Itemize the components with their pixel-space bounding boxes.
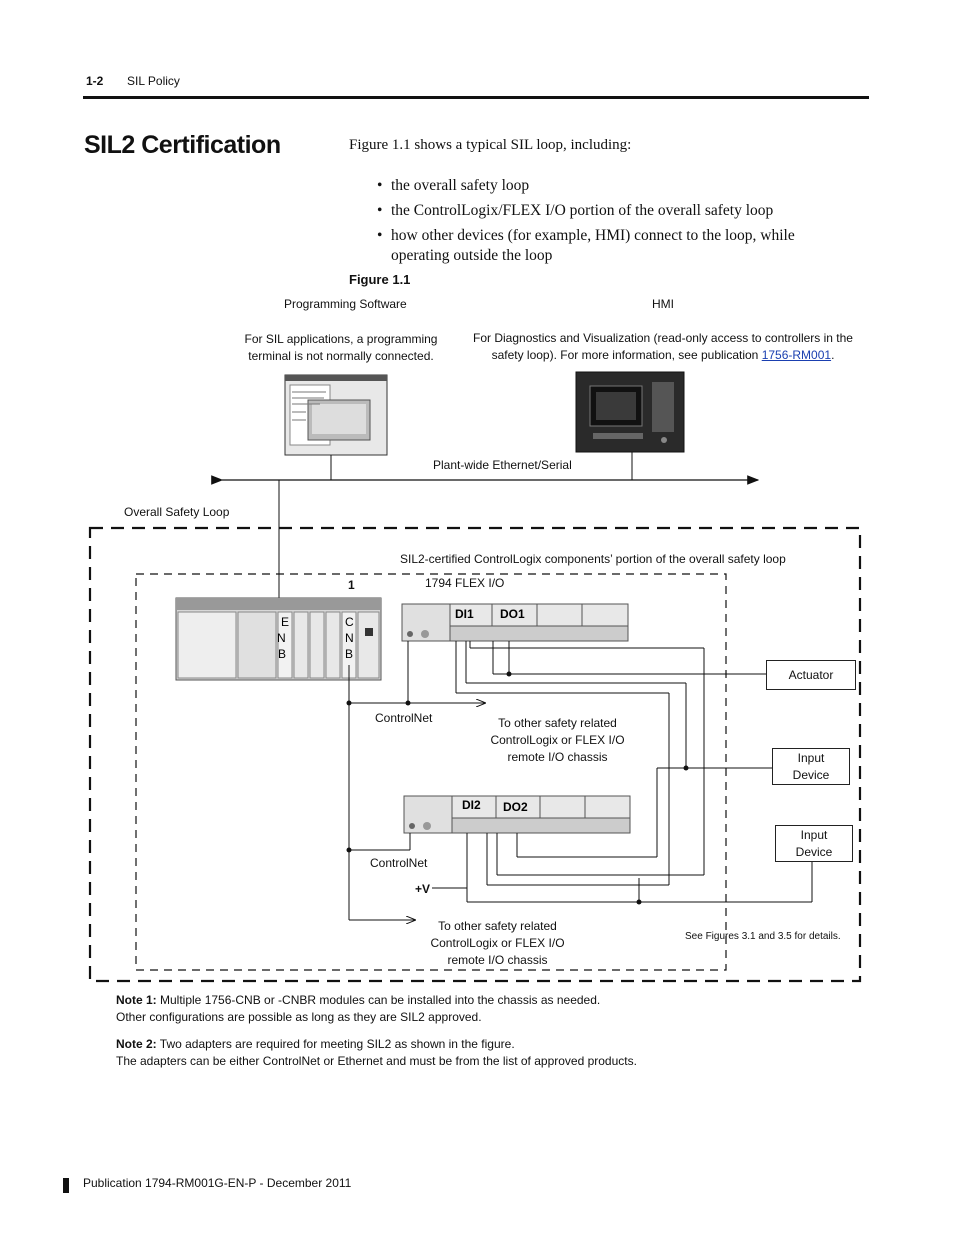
note-text: Two adapters are required for meeting SI… xyxy=(156,1037,515,1051)
plus-v-label: +V xyxy=(415,882,431,896)
cnb-letter: B xyxy=(345,647,353,661)
flex-io-rack-2 xyxy=(403,795,631,834)
note-2: Note 2: Two adapters are required for me… xyxy=(116,1036,637,1070)
overall-loop-boundary xyxy=(88,526,862,983)
note-line: remote I/O chassis xyxy=(507,750,608,764)
input-device-box-2: Input Device xyxy=(775,825,853,862)
note-line: remote I/O chassis xyxy=(447,953,548,967)
box-line: Input xyxy=(797,751,825,765)
flex-io-rack-1 xyxy=(401,603,629,642)
actuator-box: Actuator xyxy=(766,660,856,690)
controlnet-label-1: ControlNet xyxy=(375,711,433,725)
header-rule xyxy=(83,96,869,99)
hmi-note-line: safety loop). For more information, see … xyxy=(491,348,762,362)
page-number: 1-2 xyxy=(86,74,104,88)
programming-note-line: For SIL applications, a programming xyxy=(244,332,438,346)
di2-label: DI2 xyxy=(462,798,481,812)
note-text: The adapters can be either ControlNet or… xyxy=(116,1054,637,1068)
intro-text: Figure 1.1 shows a typical SIL loop, inc… xyxy=(349,137,632,153)
enb-letter: B xyxy=(278,647,286,661)
di1-label: DI1 xyxy=(455,607,474,621)
hmi-note-line: For Diagnostics and Visualization (read-… xyxy=(473,331,853,345)
cnb-letter: C xyxy=(345,615,354,629)
note-text: Multiple 1756-CNB or -CNBR modules can b… xyxy=(156,993,601,1007)
footer-marker xyxy=(63,1178,69,1193)
note-1: Note 1: Multiple 1756-CNB or -CNBR modul… xyxy=(116,992,600,1026)
figure-label: Figure 1.1 xyxy=(349,272,411,287)
controlnet-label-2: ControlNet xyxy=(370,856,428,870)
input-device-box-1: Input Device xyxy=(772,748,850,785)
running-header: SIL Policy xyxy=(127,74,180,88)
overall-loop-label: Overall Safety Loop xyxy=(124,505,230,519)
see-figures-note: See Figures 3.1 and 3.5 for details. xyxy=(685,931,841,942)
bullet-item: the ControlLogix/FLEX I/O portion of the… xyxy=(377,201,847,221)
marker-1: 1 xyxy=(348,578,355,592)
note-line: ControlLogix or FLEX I/O xyxy=(490,733,625,747)
bullet-item: the overall safety loop xyxy=(377,176,847,196)
programming-software-label: Programming Software xyxy=(284,297,407,311)
programming-note-line: terminal is not normally connected. xyxy=(248,349,434,363)
box-line: Device xyxy=(792,768,830,782)
programming-terminal-image xyxy=(284,374,388,456)
hmi-note-end: . xyxy=(831,348,835,362)
note-line: To other safety related xyxy=(438,919,557,933)
flex-io-label: 1794 FLEX I/O xyxy=(425,576,505,590)
network-label: Plant-wide Ethernet/Serial xyxy=(433,458,572,472)
hmi-label: HMI xyxy=(652,297,674,311)
hmi-terminal-image xyxy=(575,371,685,453)
publication-footer: Publication 1794-RM001G-EN-P - December … xyxy=(83,1176,352,1190)
bullet-list: the overall safety loop the ControlLogix… xyxy=(377,176,847,271)
enb-letter: N xyxy=(277,631,286,645)
note-line: To other safety related xyxy=(498,716,617,730)
publication-link[interactable]: 1756-RM001 xyxy=(761,348,832,362)
box-line: Device xyxy=(795,845,833,859)
other-chassis-note-2: To other safety related ControlLogix or … xyxy=(420,918,575,969)
box-line: Input xyxy=(800,828,828,842)
sil2-portion-label: SIL2-certified ControlLogix components’ … xyxy=(400,552,786,566)
bullet-item: how other devices (for example, HMI) con… xyxy=(377,226,847,266)
programming-note: For SIL applications, a programming term… xyxy=(241,331,441,365)
do1-label: DO1 xyxy=(500,607,525,621)
note-label: Note 2: xyxy=(116,1037,157,1051)
hmi-note: For Diagnostics and Visualization (read-… xyxy=(470,330,856,364)
other-chassis-note-1: To other safety related ControlLogix or … xyxy=(480,715,635,766)
section-title: SIL2 Certification xyxy=(84,131,281,159)
enb-letter: E xyxy=(281,615,289,629)
note-line: ControlLogix or FLEX I/O xyxy=(430,936,565,950)
note-text: Other configurations are possible as lon… xyxy=(116,1010,482,1024)
sil2-portion-boundary xyxy=(135,573,727,971)
cnb-letter: N xyxy=(345,631,354,645)
controllogix-chassis xyxy=(175,597,382,681)
note-label: Note 1: xyxy=(116,993,157,1007)
do2-label: DO2 xyxy=(503,800,528,814)
